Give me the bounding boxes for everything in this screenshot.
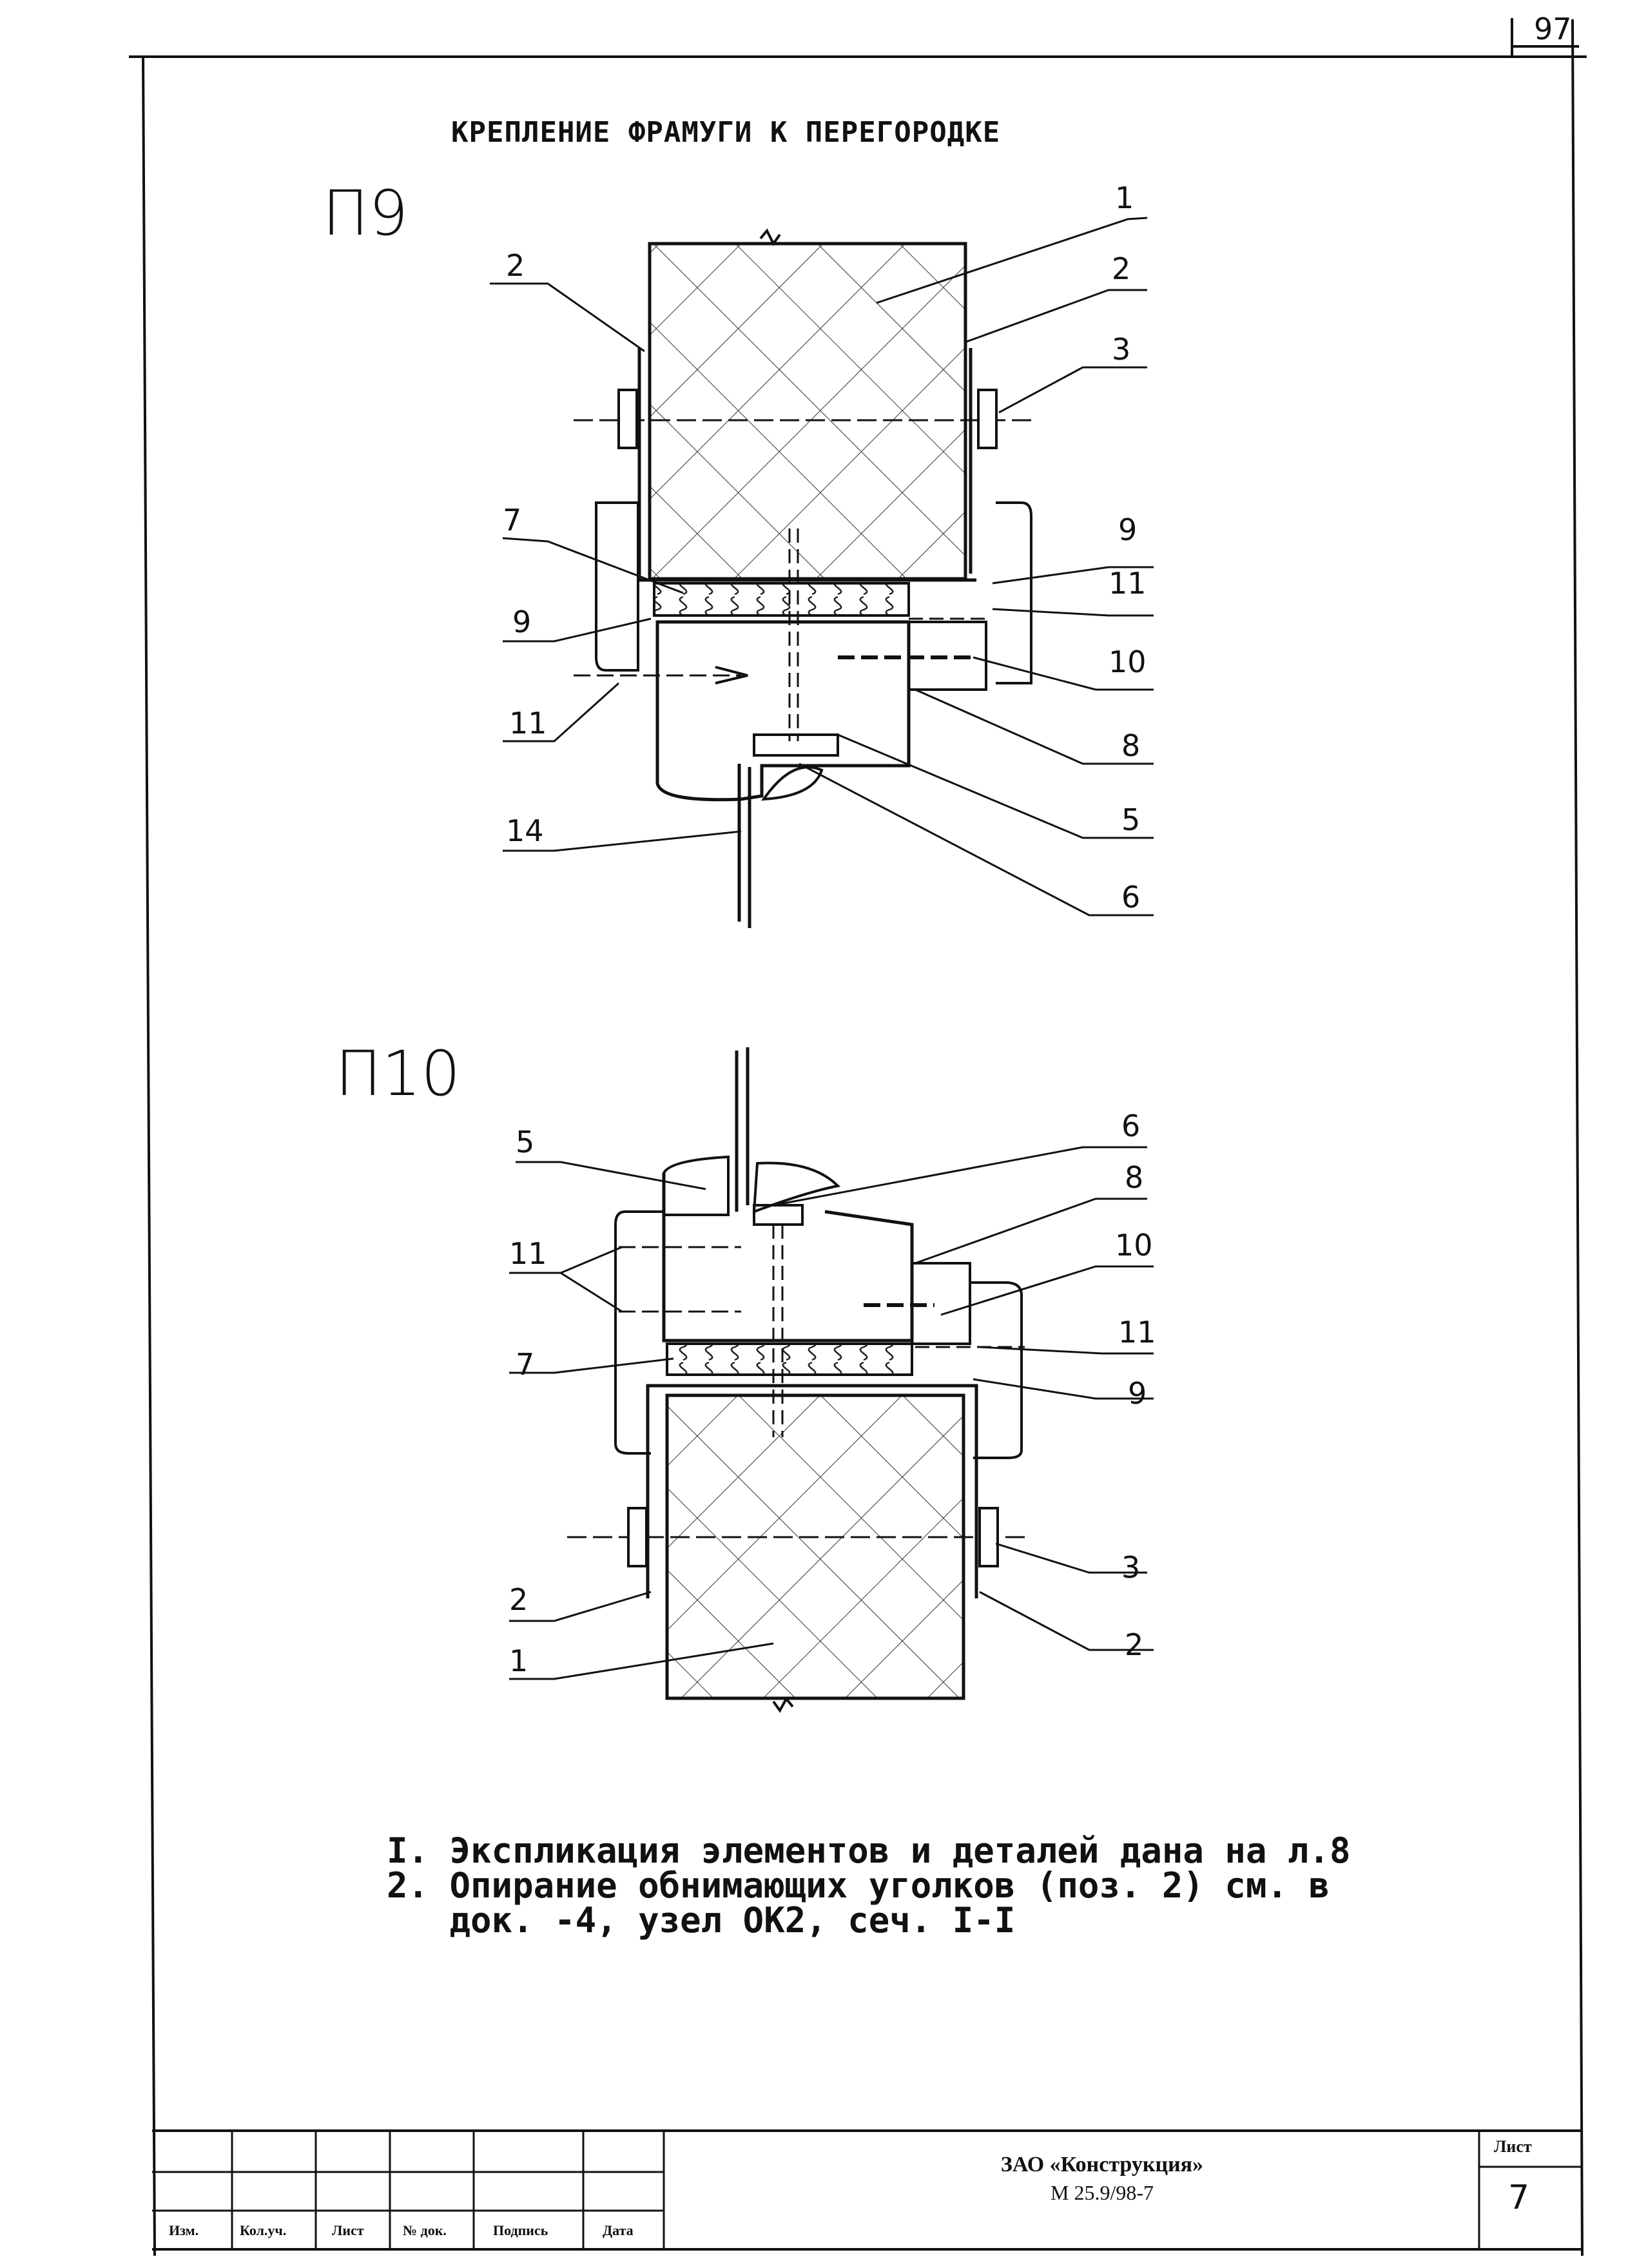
callout-p9-11-right: 11 — [1109, 566, 1147, 601]
organization-name: ЗАО «Конструкция» — [1000, 2153, 1204, 2176]
tb-col-doc: № док. — [403, 2222, 447, 2238]
callout-p9-9-left: 9 — [512, 605, 532, 639]
callout-p10-5: 5 — [516, 1125, 535, 1159]
tb-col-kolvo: Кол.уч. — [240, 2222, 287, 2238]
callout-p9-6: 6 — [1121, 880, 1141, 915]
callout-p10-1: 1 — [509, 1643, 528, 1678]
callout-p9-5: 5 — [1121, 802, 1141, 837]
notes-block: I. Экспликация элементов и деталей дана … — [387, 1834, 1351, 1938]
callout-p9-8: 8 — [1121, 728, 1141, 763]
callout-p10-9: 9 — [1128, 1376, 1147, 1411]
detail-label-p10: П10 — [335, 1038, 461, 1110]
callout-p10-10: 10 — [1115, 1228, 1153, 1263]
detail-p9-drawing — [490, 217, 1154, 928]
tb-col-date: Дата — [603, 2222, 634, 2238]
sheet-label: Лист — [1494, 2137, 1532, 2156]
p9-panel — [648, 242, 967, 581]
callout-p10-7: 7 — [516, 1347, 535, 1382]
detail-label-p9: П9 — [322, 177, 409, 249]
note-3: док. -4, узел ОК2, сеч. I-I — [387, 1900, 1016, 1941]
detail-p10-drawing — [509, 1047, 1154, 1713]
page-number: 97 — [1534, 12, 1572, 46]
callout-p9-10: 10 — [1109, 645, 1147, 679]
drawing-title: КРЕПЛЕНИЕ ФРАМУГИ К ПЕРЕГОРОДКЕ — [451, 116, 1001, 149]
callout-p9-3: 3 — [1112, 332, 1131, 367]
callout-p9-1: 1 — [1115, 180, 1134, 215]
note-2: 2. Опирание обнимающих уголков (поз. 2) … — [387, 1865, 1330, 1906]
callout-p10-3: 3 — [1121, 1550, 1141, 1585]
document-code: М 25.9/98-7 — [1051, 2181, 1154, 2204]
p10-panel — [665, 1393, 965, 1700]
callout-p10-2-left: 2 — [509, 1582, 528, 1617]
sheet-number: 7 — [1508, 2178, 1530, 2217]
callout-p9-11-left: 11 — [509, 706, 547, 741]
tb-col-signature: Подпись — [493, 2222, 548, 2238]
callout-p9-2-right: 2 — [1112, 251, 1131, 286]
note-1: I. Экспликация элементов и деталей дана … — [387, 1830, 1351, 1871]
callout-p10-8: 8 — [1125, 1160, 1144, 1195]
callout-p9-9-right: 9 — [1118, 512, 1138, 547]
callout-p9-14: 14 — [506, 813, 544, 848]
callout-p10-2-right: 2 — [1125, 1627, 1144, 1662]
callout-p10-11-right: 11 — [1118, 1315, 1156, 1350]
callout-p9-2-left: 2 — [506, 248, 525, 283]
callout-p10-6: 6 — [1121, 1109, 1141, 1143]
callout-p10-11-left: 11 — [509, 1236, 547, 1271]
tb-col-izm: Изм. — [169, 2222, 199, 2238]
title-block-grid — [152, 2131, 1582, 2249]
tb-col-list: Лист — [332, 2222, 364, 2238]
callout-p9-7: 7 — [503, 503, 522, 538]
